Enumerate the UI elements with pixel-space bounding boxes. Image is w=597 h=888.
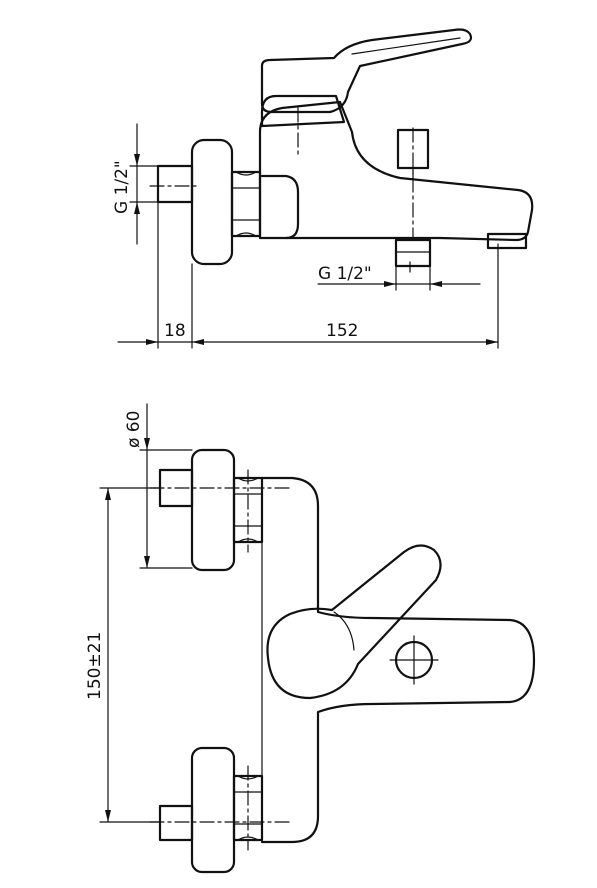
lever-handle-plan [266,544,442,700]
lower-flange [190,746,236,874]
diverter-knob-plan [389,635,439,685]
dimension-wall: 18 [164,321,186,341]
aerator [486,232,528,250]
lower-inlet-stub [158,804,194,842]
side-view: G 1/2" G 1/2" 18 152 [112,28,534,349]
wall-flange [190,138,234,266]
center-distance-label: 150±21 [85,632,105,700]
upper-flange [190,448,236,572]
outlet-nipple [394,238,432,268]
diameter-label: ø 60 [124,411,144,448]
outlet-thread-label: G 1/2" [318,264,372,284]
inlet-thread-label: G 1/2" [112,160,132,214]
lever-handle [260,28,473,114]
mixer-body-plan [260,476,536,844]
top-view: ø 60 150±21 [85,403,536,874]
dimension-length: 152 [326,321,358,341]
hex-nut [230,170,262,238]
mixer-body [258,100,534,242]
inlet-stub [156,164,194,204]
